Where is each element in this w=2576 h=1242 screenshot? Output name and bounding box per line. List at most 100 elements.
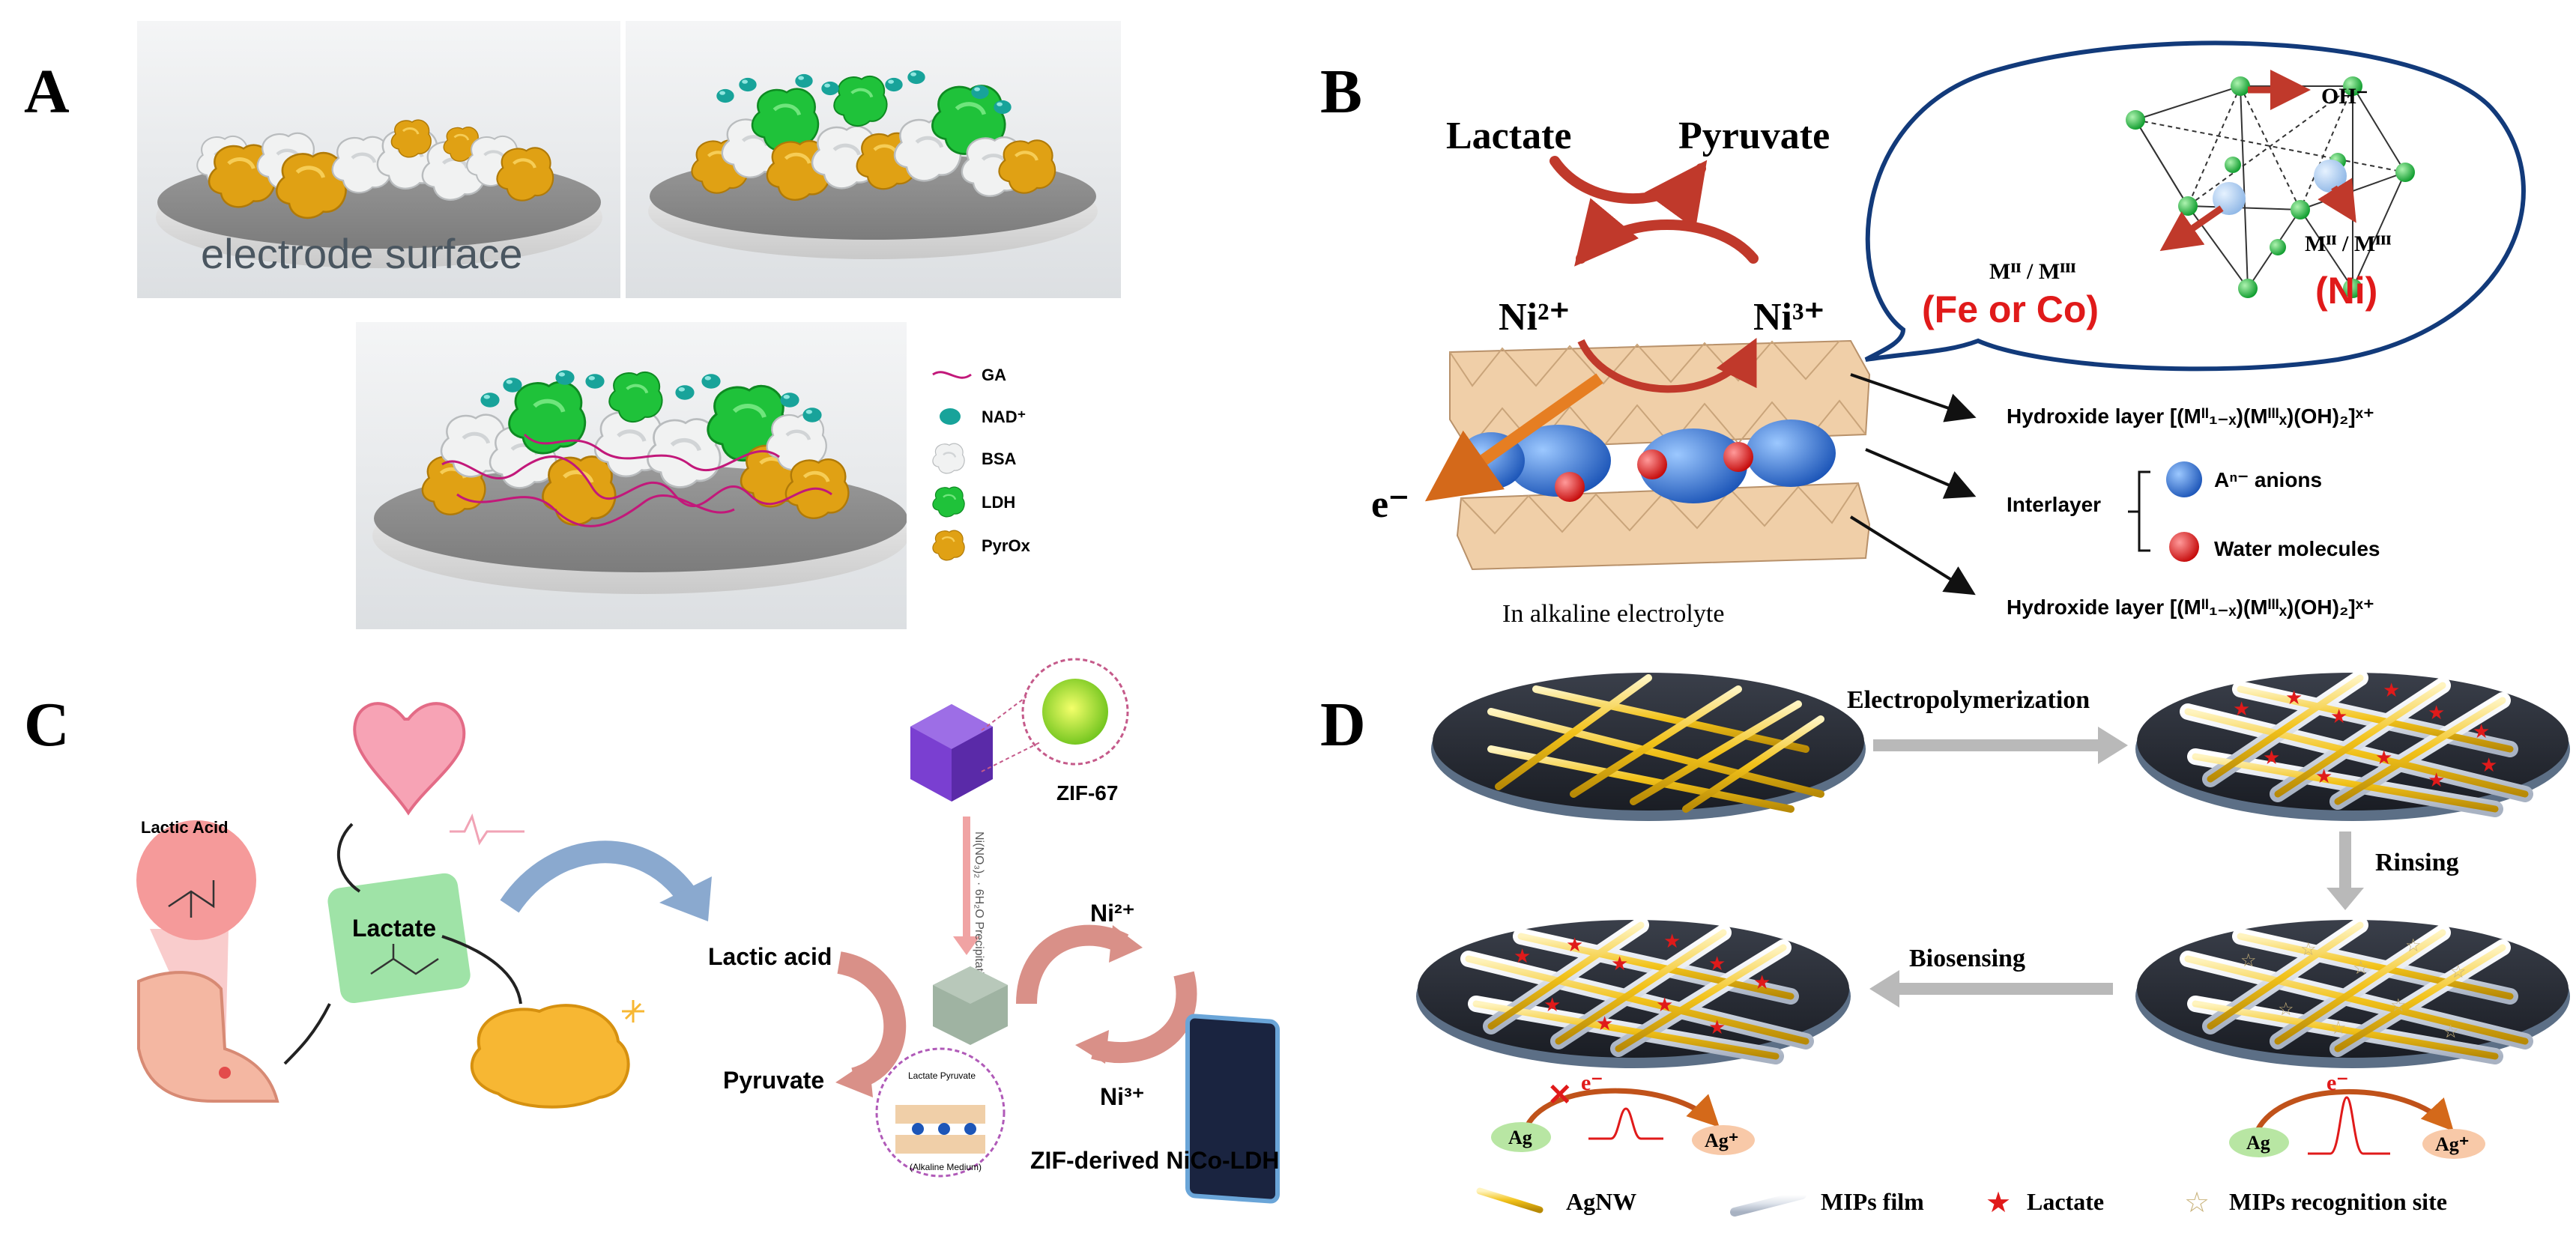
zif-label: ZIF-67 [1056, 781, 1118, 805]
lactic-acid-title: Lactic Acid [141, 818, 229, 837]
large-peak [2308, 1096, 2390, 1155]
heart-icon [353, 702, 466, 816]
blocked-electron-transfer: ✕ e⁻ Ag Ag⁺ [1491, 1070, 1755, 1155]
svg-text:★: ★ [2383, 679, 2400, 701]
blocked-mark: ✕ [1547, 1078, 1573, 1112]
ag-plus-label-left: Ag⁺ [1705, 1130, 1739, 1151]
disk-recognition-sites: ☆☆☆ ☆☆☆ ☆☆☆ [2135, 917, 2570, 1068]
metal-right-label: Mᴵᴵ / Mᴵᴵᴵ [2305, 231, 2392, 256]
water-label: Water molecules [2214, 537, 2380, 560]
rinsing-label: Rinsing [2375, 849, 2459, 876]
legend-item-nad: NAD⁺ [940, 408, 1026, 426]
oh-label: OH⁻ [2321, 84, 2368, 109]
legend-item-mips-film: MIPs film [1730, 1188, 1924, 1217]
electron-label-right: e⁻ [2326, 1070, 2348, 1095]
svg-text:☆: ☆ [2330, 1019, 2347, 1038]
hydroxide-bottom-label: Hydroxide layer [(Mᴵᴵ₁₋ₓ)(Mᴵᴵᴵₓ)(OH)₂]ˣ⁺ [2007, 596, 2374, 619]
svg-text:★: ★ [1708, 953, 1726, 975]
electron-flow-arrow [1424, 373, 1603, 502]
panel-a-legend: GA NAD⁺ BSA LDH PyrOx [931, 366, 1031, 562]
legend-item-agnw: AgNW [1476, 1187, 1636, 1215]
interlayer-anions [1457, 419, 1836, 503]
legend-item-ldh: LDH [931, 485, 1015, 518]
block-redox-arc [1577, 338, 1757, 393]
panel-a-scene-3: GA NAD⁺ BSA LDH PyrOx [356, 322, 1064, 629]
electropolymerization-label: Electropolymerization [1847, 686, 2090, 714]
svg-text:☆: ☆ [2240, 951, 2257, 971]
upper-cross-arrow [1549, 156, 1708, 230]
lactate-label: Lactate [1446, 115, 1571, 157]
ni3-label: Ni³⁺ [1753, 296, 1824, 339]
panel-c: C Lactic Acid Lactate [24, 658, 1280, 1204]
svg-text:★: ★ [2375, 747, 2392, 769]
metal-left-label: Mᴵᴵ / Mᴵᴵᴵ [1989, 259, 2076, 284]
hydroxide-top-label: Hydroxide layer [(Mᴵᴵ₁₋ₓ)(Mᴵᴵᴵₓ)(OH)₂]ˣ⁺ [2007, 405, 2374, 428]
metal-pointer-arrows [2159, 70, 2356, 252]
electron-label: e⁻ [1371, 483, 1409, 526]
ni2-label-c: Ni²⁺ [1090, 900, 1135, 927]
lactate-star-icon: ★ [1986, 1187, 2011, 1219]
panel-d-legend: AgNW MIPs film ★ Lactate ☆ MIPs recognit… [1476, 1187, 2447, 1219]
lactate-card-label: Lactate [352, 915, 436, 942]
panel-c-letter: C [24, 690, 70, 760]
svg-text:MIPs film: MIPs film [1821, 1188, 1924, 1215]
svg-text:☆: ☆ [2390, 996, 2407, 1016]
disk-biosensing: ★★★ ★★★ ★★★ ★ [1416, 917, 1851, 1068]
lactate-structure [370, 944, 439, 975]
svg-text:★: ★ [2263, 747, 2280, 769]
organ-connectors [283, 823, 522, 1065]
water-legend-icon [2169, 532, 2199, 562]
svg-text:★: ★ [1753, 972, 1771, 993]
precipitation-label: Ni(NO₃)₂ · 6H₂O Precipitation [973, 831, 985, 987]
ag-label-right: Ag [2246, 1132, 2270, 1154]
transition-arrow [500, 840, 699, 913]
svg-text:★: ★ [1596, 1013, 1613, 1035]
pyruvate-label: Pyruvate [1678, 115, 1830, 157]
ni-redox-arrows [1549, 156, 1759, 267]
svg-text:★: ★ [1544, 994, 1561, 1016]
interlayer-bracket [2128, 470, 2150, 552]
legend-item-recognition-site: ☆ MIPs recognition site [2184, 1187, 2447, 1219]
active-electron-transfer: e⁻ Ag Ag⁺ [2229, 1070, 2485, 1159]
svg-text:BSA: BSA [982, 449, 1017, 468]
lactic-to-pyruvate-arc [836, 951, 907, 1090]
electron-label-left: e⁻ [1581, 1070, 1603, 1095]
panel-d-letter: D [1320, 690, 1366, 760]
mips-film-icon [1730, 1190, 1806, 1217]
lactic-acid-structure [168, 880, 215, 918]
anions-label: Aⁿ⁻ anions [2214, 468, 2322, 491]
glutaraldehyde-links [441, 433, 832, 527]
panel-d: D [1320, 670, 2570, 1219]
lactic-acid-label: Lactic acid [708, 943, 832, 970]
oh-spheres [2126, 76, 2415, 298]
svg-text:★: ★ [2233, 698, 2250, 720]
nad-sphere-icon [940, 408, 961, 425]
svg-text:★: ★ [2480, 754, 2497, 776]
ni-cycle-upper [1016, 924, 1129, 1005]
metal-left-elements: (Fe or Co) [1922, 288, 2099, 330]
layer-pointer-arrows [1849, 373, 1977, 596]
ga-line-icon [932, 371, 972, 379]
svg-text:★: ★ [1708, 1017, 1726, 1038]
electrode-surface-label: electrode surface [201, 230, 523, 277]
svg-text:PyrOx: PyrOx [982, 536, 1031, 555]
crosslinked-protein-cluster [423, 370, 849, 527]
heartbeat-line [450, 813, 524, 846]
disk-bare-agnw [1431, 673, 1866, 821]
svg-text:★: ★ [2315, 766, 2332, 787]
zif-67-particle [910, 658, 1129, 802]
legend-item-ga: GA [932, 366, 1006, 384]
inset-bottom-label: (Alkaline Medium) [910, 1162, 982, 1172]
ldh-structure-bubble: OH⁻ Mᴵᴵ / Mᴵᴵᴵ (Fe or Co) Mᴵᴵ / Mᴵᴵᴵ (Ni… [1864, 40, 2526, 372]
panel-b: B Lactate Pyruvate Ni²⁺ Ni³⁺ [1320, 40, 2526, 628]
svg-text:★: ★ [1656, 994, 1673, 1016]
svg-text:★: ★ [2428, 769, 2445, 791]
agnw-rod-icon [1476, 1187, 1544, 1214]
ldh-mechanism-inset: Lactate Pyruvate (Alkaline Medium) [875, 1047, 1006, 1178]
nico-ldh-electrode [1185, 1014, 1280, 1204]
svg-text:☆: ☆ [2443, 1023, 2459, 1042]
svg-text:★: ★ [1663, 930, 1681, 952]
interlayer-water [1555, 442, 1753, 502]
panel-a-scene-1: electrode surface [137, 21, 620, 298]
brain-icon [470, 1004, 630, 1109]
